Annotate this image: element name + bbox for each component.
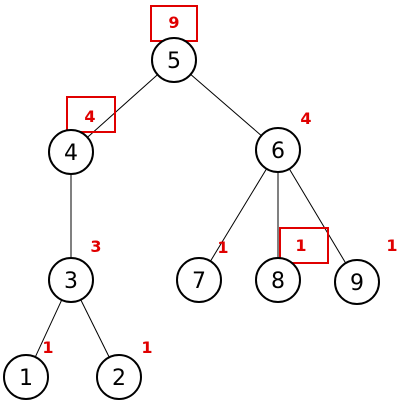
subtree-size-4: 4 [84, 107, 95, 126]
node-circle-4 [48, 129, 94, 175]
subtree-size-3: 3 [90, 237, 101, 256]
node-circle-6 [255, 127, 301, 173]
edge-3-1 [34, 299, 63, 358]
subtree-size-2: 1 [141, 338, 152, 357]
subtree-size-7: 1 [217, 238, 228, 257]
node-label-6: 6 [271, 139, 285, 164]
node-circle-2 [96, 354, 142, 400]
tree-edges [34, 74, 347, 358]
node-label-7: 7 [192, 269, 206, 294]
node-label-9: 9 [350, 271, 364, 296]
subtree-size-6: 4 [300, 109, 311, 128]
subtree-size-5: 9 [168, 13, 179, 32]
node-label-5: 5 [167, 49, 181, 74]
node-circle-8 [255, 257, 301, 303]
edge-5-6 [190, 74, 262, 136]
node-circle-7 [176, 257, 222, 303]
edge-3-2 [80, 299, 110, 358]
edge-6-7 [209, 168, 268, 262]
subtree-size-1: 1 [42, 338, 53, 357]
node-label-1: 1 [19, 366, 33, 391]
edge-6-9 [288, 168, 347, 264]
node-label-8: 8 [271, 269, 285, 294]
node-circle-3 [48, 257, 94, 303]
node-label-3: 3 [64, 269, 78, 294]
node-circle-5 [151, 37, 197, 83]
edge-5-4 [87, 74, 158, 138]
node-circle-1 [3, 354, 49, 400]
node-circle-9 [334, 259, 380, 305]
highlight-box-8 [279, 227, 329, 264]
subtree-size-8: 1 [295, 236, 306, 255]
node-label-2: 2 [112, 366, 126, 391]
node-label-4: 4 [64, 141, 78, 166]
subtree-size-9: 1 [386, 236, 397, 255]
highlight-box-4 [66, 96, 116, 133]
